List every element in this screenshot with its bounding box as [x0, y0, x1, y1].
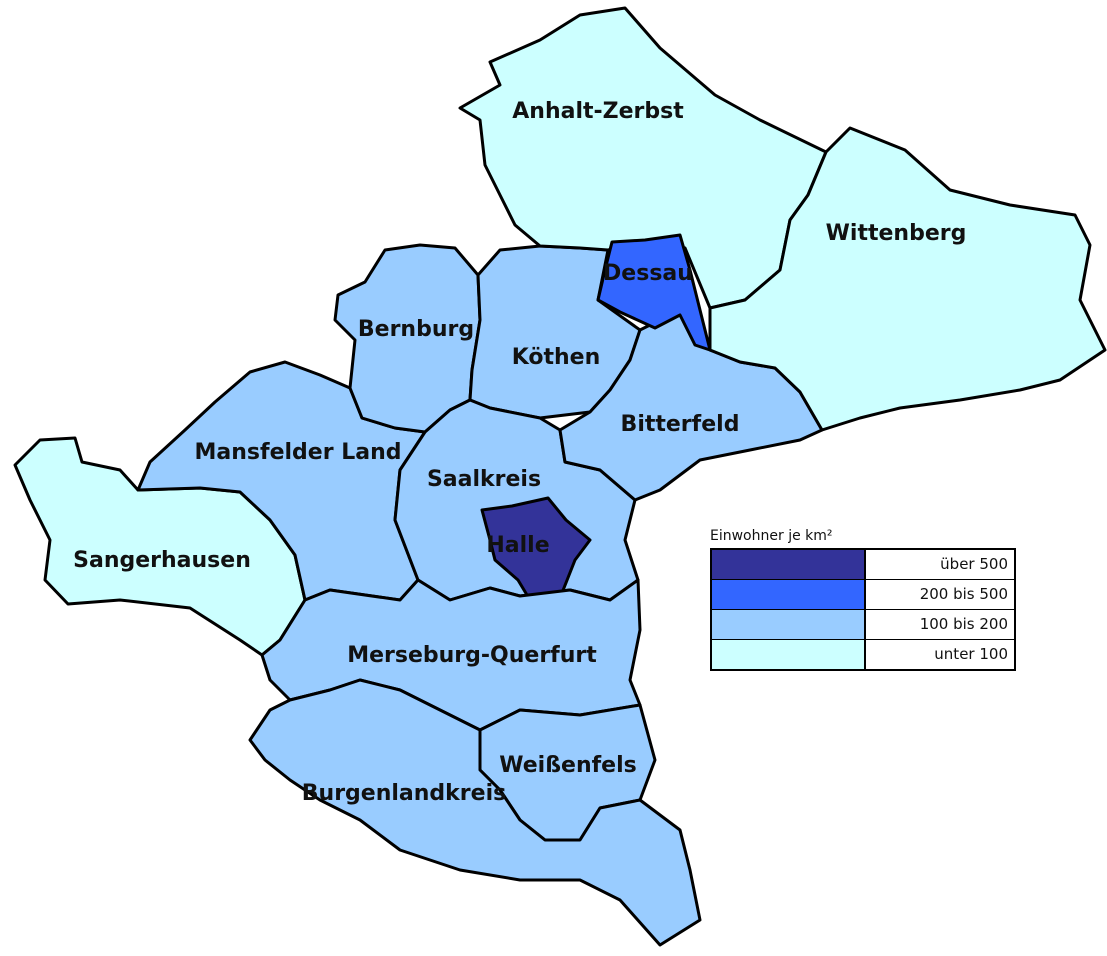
region-wittenberg[interactable] [708, 126, 1107, 432]
legend-swatch [712, 550, 866, 579]
legend-table: über 500 200 bis 500 100 bis 200 unter 1… [710, 548, 1016, 671]
label-anhalt-zerbst: Anhalt-Zerbst [512, 99, 684, 124]
label-bitterfeld: Bitterfeld [621, 412, 740, 437]
legend-label: über 500 [940, 555, 1008, 573]
legend-label: 200 bis 500 [919, 585, 1008, 603]
legend-row: 100 bis 200 [712, 609, 1014, 639]
legend-swatch [712, 580, 866, 609]
label-weissenfels: Weißenfels [499, 753, 636, 778]
legend: Einwohner je km² über 500 200 bis 500 10… [710, 524, 1016, 671]
label-dessau: Dessau [603, 261, 693, 286]
label-merseburg-querfurt: Merseburg-Querfurt [347, 643, 597, 668]
label-sangerhausen: Sangerhausen [73, 548, 251, 573]
legend-swatch [712, 640, 866, 669]
region-burgenlandkreis[interactable] [248, 678, 702, 947]
label-bernburg: Bernburg [358, 317, 474, 342]
legend-row: 200 bis 500 [712, 579, 1014, 609]
legend-title: Einwohner je km² [710, 528, 833, 544]
label-koethen: Köthen [512, 345, 601, 370]
legend-label: unter 100 [934, 645, 1008, 663]
label-wittenberg: Wittenberg [826, 221, 967, 246]
legend-row: über 500 [712, 550, 1014, 579]
label-saalkreis: Saalkreis [427, 467, 541, 492]
label-halle: Halle [486, 533, 549, 558]
legend-label: 100 bis 200 [919, 615, 1008, 633]
legend-row: unter 100 [712, 639, 1014, 669]
legend-swatch [712, 610, 866, 639]
label-mansfelder-land: Mansfelder Land [195, 440, 402, 465]
label-burgenlandkreis: Burgenlandkreis [302, 781, 506, 806]
region-dessau[interactable] [596, 233, 712, 352]
region-halle[interactable] [480, 496, 592, 602]
